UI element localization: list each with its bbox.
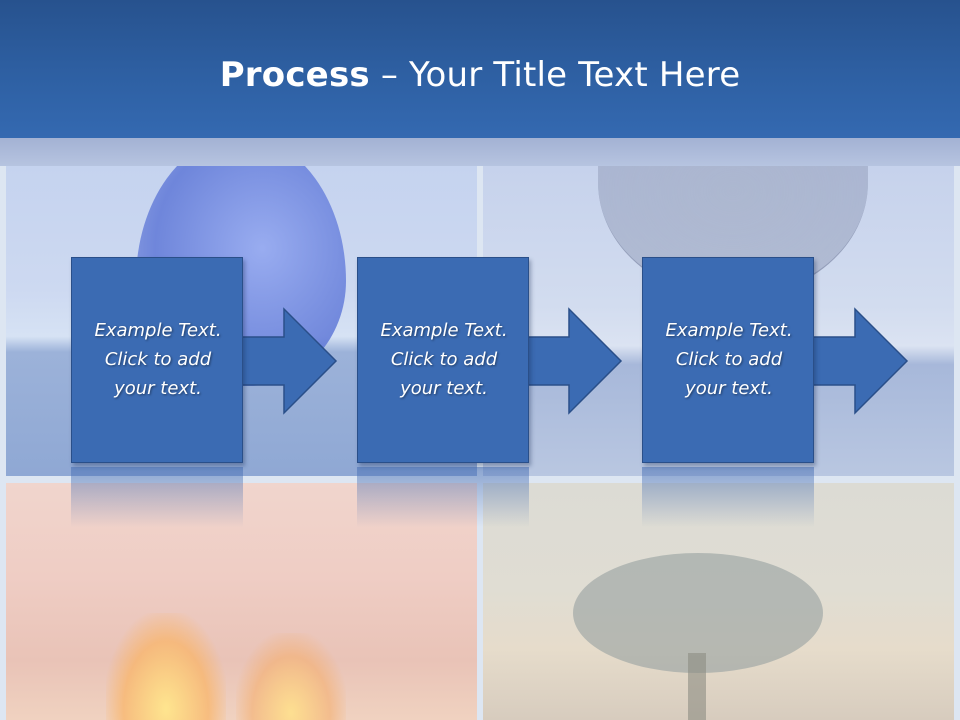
step-text: Example Text. Click to add your text. [72, 316, 244, 403]
title-bar: Process – Your Title Text Here [0, 0, 960, 138]
tree-photo [483, 483, 954, 720]
step-reflection [357, 467, 529, 527]
title-bold: Process [219, 55, 370, 95]
step-text: Example Text. Click to add your text. [358, 316, 530, 403]
step-reflection [642, 467, 814, 527]
header-shadow-band [0, 138, 960, 166]
step-line: Example Text. [94, 320, 222, 341]
right-arrow-icon [241, 307, 338, 415]
right-arrow-icon [526, 307, 623, 415]
step-line: Click to add [675, 349, 783, 370]
step-text: Example Text. Click to add your text. [643, 316, 815, 403]
process-step-3[interactable]: Example Text. Click to add your text. [642, 257, 814, 463]
step-line: Click to add [390, 349, 498, 370]
flame-shape [106, 613, 226, 720]
step-line: Example Text. [665, 320, 793, 341]
process-step-2[interactable]: Example Text. Click to add your text. [357, 257, 529, 463]
process-step-1[interactable]: Example Text. Click to add your text. [71, 257, 243, 463]
step-reflection [71, 467, 243, 527]
step-line: your text. [400, 378, 488, 399]
step-line: your text. [114, 378, 202, 399]
step-line: Click to add [104, 349, 212, 370]
slide-title[interactable]: Process – Your Title Text Here [0, 52, 960, 98]
step-line: Example Text. [380, 320, 508, 341]
flame-shape [236, 633, 346, 720]
step-line: your text. [685, 378, 773, 399]
tree-trunk-shape [688, 653, 706, 720]
title-rest: – Your Title Text Here [369, 55, 741, 95]
right-arrow-icon [812, 307, 909, 415]
